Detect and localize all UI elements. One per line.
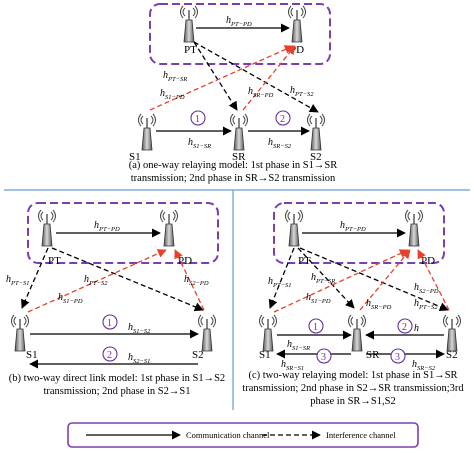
node-label-pt-c: PT — [298, 255, 311, 267]
caption-c-line2: transmission; 2nd phase in S2→SR transmi… — [242, 383, 464, 394]
phase-marker-1-a — [190, 110, 206, 126]
interf-arrow-sr-pd-a — [242, 45, 296, 111]
legend-communication-label: Communication channel — [186, 430, 270, 440]
antenna-s1-a — [137, 113, 157, 151]
label-h-s2-sr-c: h — [414, 323, 419, 334]
node-label-pd-c: PD — [421, 255, 435, 267]
label-h-sr-s2-a: hSR−S2 — [268, 137, 292, 150]
antenna-sr-c — [347, 314, 367, 352]
interf-arrow-pt-s2-c — [299, 247, 449, 312]
node-label-sr-a: SR — [232, 151, 246, 163]
label-h-s1-pd-a: hS1−PD — [160, 88, 185, 101]
node-label-s2-c: S2 — [446, 349, 458, 361]
phase-marker-2-c — [397, 318, 413, 334]
interf-arrow-pt-s2-b — [51, 247, 204, 312]
antenna-s1-c — [258, 314, 278, 352]
antenna-s2-b — [197, 314, 217, 352]
label-h-sr-pd-c: hSR−PD — [366, 298, 392, 311]
antenna-pt-a — [179, 5, 199, 43]
caption-a-line1: (a) one-way relaying model: 1st phase in… — [129, 160, 338, 171]
label-h-s1-sr-a: hS1−SR — [188, 137, 211, 150]
interf-arrow-pt-s1-c — [268, 247, 295, 309]
antenna-pd-a — [287, 5, 307, 43]
phase-marker-3-c-left — [316, 348, 332, 364]
label-h-sr-s1-c: hSR−S1 — [281, 359, 304, 372]
primary-network-box-c — [273, 202, 445, 264]
interf-arrow-s1-pd-b — [27, 249, 167, 313]
phase-number-1-a: 1 — [195, 114, 200, 125]
caption-b-line2: transmission; 2nd phase in S2→S1 — [43, 386, 190, 397]
phase-number-3-c-right: 3 — [395, 352, 400, 363]
phase-number-2-a: 2 — [280, 114, 285, 125]
caption-c-line3: phase in SR→S1,S2 — [310, 396, 395, 407]
phase-marker-2-b — [102, 346, 118, 362]
label-h-s2-s1-b: hS2−S1 — [128, 352, 150, 365]
node-label-sr-c: SR — [366, 349, 380, 361]
label-h-pt-s2-c: hPT−S2 — [414, 298, 438, 311]
label-h-s1-sr-c: hS1−SR — [287, 339, 310, 352]
antenna-sr-a — [229, 113, 249, 151]
antenna-pd-c — [404, 209, 424, 247]
phase-marker-1-c — [308, 318, 324, 334]
label-h-pt-s2-b: hPT−S2 — [84, 274, 108, 287]
phase-marker-3-c-right — [390, 348, 406, 364]
interf-arrow-s2-pd-c — [417, 249, 450, 311]
label-h-pt-s2-a: hPT−S2 — [290, 85, 314, 98]
phase-number-2-b: 2 — [107, 350, 112, 361]
antenna-s2-a — [306, 113, 326, 151]
phase-marker-1-b — [102, 314, 118, 330]
label-h-sr-pd-a: hSR−PD — [248, 86, 274, 99]
label-h-s1-pd-b: hS1−PD — [58, 292, 83, 305]
node-label-pd-b: PD — [178, 255, 192, 267]
label-h-pt-pd-a: hPT−PD — [226, 15, 252, 28]
antenna-pt-c — [284, 209, 304, 247]
label-h-s1-s2-b: hS1−S2 — [128, 322, 151, 335]
label-h-s2-pd-b: hS2−PD — [184, 274, 209, 287]
legend-interference-label: Interference channel — [326, 430, 396, 440]
interf-arrow-s1-pd-a — [149, 45, 294, 111]
label-h-pt-sr-c: hPT−SR — [311, 272, 335, 285]
label-h-pt-pd-c: hPT−PD — [340, 220, 366, 233]
interf-arrow-pt-sr-c — [297, 247, 355, 309]
primary-network-box-a — [149, 3, 331, 65]
node-label-s2-a: S2 — [310, 151, 322, 163]
antenna-pd-b — [159, 209, 179, 247]
phase-number-1-c: 1 — [313, 322, 318, 333]
node-label-s1-b: S1 — [26, 349, 38, 361]
label-h-pt-sr-a: hPT−SR — [163, 70, 187, 83]
label-h-pt-s1-c: hPT−S1 — [268, 276, 291, 289]
phase-marker-2-a — [275, 110, 291, 126]
interf-arrow-s1-pd-c — [273, 249, 409, 313]
node-label-s1-c: S1 — [259, 349, 271, 361]
phase-number-1-b: 1 — [107, 318, 112, 329]
label-h-s1-pd-c: hS1−PD — [306, 292, 331, 305]
node-label-pt-a: PT — [184, 44, 197, 56]
caption-c-line1: (c) two-way relaying model: 1st phase in… — [248, 370, 457, 381]
interf-arrow-pt-s1-b — [21, 247, 49, 309]
antenna-s2-c — [442, 314, 462, 352]
label-h-sr-s2-c: hSR−S2 — [412, 359, 436, 372]
phase-number-3-c-left: 3 — [321, 352, 326, 363]
legend-box — [67, 422, 419, 448]
interf-arrow-s2-pd-b — [174, 249, 205, 311]
node-label-pt-b: PT — [48, 255, 61, 267]
node-label-s2-b: S2 — [192, 349, 204, 361]
label-h-pt-s1-b: hPT−S1 — [6, 274, 29, 287]
antenna-pt-b — [37, 209, 57, 247]
phase-number-2-c: 2 — [402, 322, 407, 333]
caption-a-line2: transmission; 2nd phase in SR→S2 transmi… — [131, 173, 336, 184]
label-h-pt-pd-b: hPT−PD — [94, 220, 120, 233]
label-h-s2-pd-c: hS2−PD — [414, 282, 439, 295]
node-label-s1-a: S1 — [129, 151, 141, 163]
interf-arrow-pt-sr-a — [193, 41, 238, 111]
interf-arrow-sr-pd-c — [359, 249, 411, 311]
antenna-s1-b — [10, 314, 30, 352]
primary-network-box-b — [27, 202, 219, 264]
caption-b-line1: (b) two-way direct link model: 1st phase… — [9, 373, 225, 384]
